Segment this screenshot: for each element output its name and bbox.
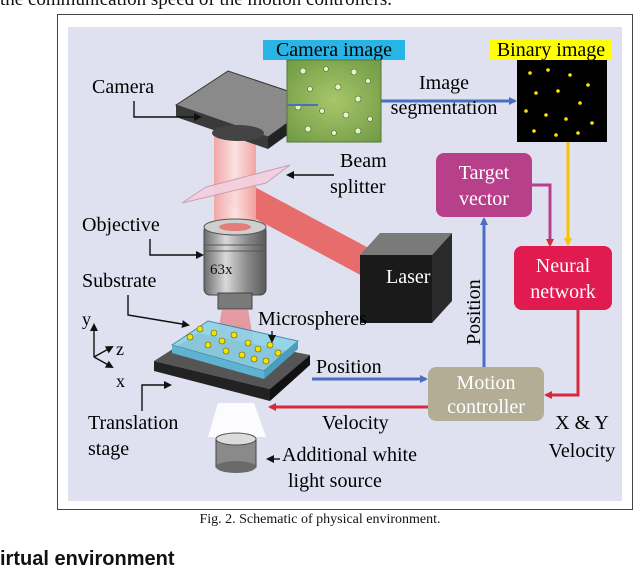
motion-controller-line1: Motion — [457, 372, 516, 394]
binary-image-tag — [490, 40, 612, 60]
axis-x-label: x — [116, 371, 125, 391]
preceding-paragraph-text: the communication speed of the motion co… — [0, 0, 392, 11]
camera-image-tag — [263, 40, 405, 60]
camera-leader-line — [133, 101, 202, 121]
binary-image-label: Binary image — [497, 39, 605, 61]
velocity-label: Velocity — [322, 412, 389, 434]
objective-magnification: 63x — [210, 262, 233, 278]
image-segmentation-label-line1: Image — [419, 72, 469, 94]
substrate-leader-line — [127, 295, 190, 328]
figure-caption: Fig. 2. Schematic of physical environmen… — [199, 512, 441, 527]
beam-splitter — [181, 164, 291, 204]
white-light-beam — [208, 403, 266, 437]
xy-velocity-line1: X & Y — [555, 412, 609, 434]
white-light-source — [215, 432, 257, 473]
objective-label: Objective — [82, 214, 160, 236]
motion-controller-line2: controller — [447, 396, 525, 418]
translation-stage-line2: stage — [88, 438, 129, 460]
target-vector-line2: vector — [459, 188, 509, 210]
white-light-line2: light source — [288, 470, 382, 492]
camera-image-particles — [294, 66, 373, 136]
microspheres-label: Microspheres — [258, 308, 367, 330]
binary-image-particles — [524, 68, 594, 137]
neural-network-box — [514, 246, 612, 310]
axis-y-label: y — [82, 309, 91, 329]
camera-label: Camera — [92, 76, 154, 98]
objective-leader-line — [149, 239, 204, 259]
xy-velocity-line2: Velocity — [549, 440, 616, 462]
white-light-line1: Additional white — [282, 444, 417, 466]
beam-splitter-line1: Beam — [340, 150, 387, 172]
translation-stage-line1: Translation — [88, 412, 178, 434]
laser-label: Laser — [386, 266, 431, 288]
laser-beam — [226, 177, 378, 279]
schematic-figure: 63x y z x Ca — [68, 27, 622, 501]
image-segmentation-label-line2: segmentation — [391, 97, 498, 119]
binary-image — [517, 60, 607, 142]
motion-controller-box — [428, 367, 544, 421]
neural-network-line1: Neural — [536, 255, 591, 277]
substrate-label: Substrate — [82, 270, 157, 292]
position-vertical-label: Position — [463, 279, 485, 345]
position-label: Position — [316, 356, 382, 378]
figure-frame: 63x y z x Ca — [57, 14, 633, 510]
translation-stage-leader-line — [141, 381, 172, 411]
target-to-network-arrow — [532, 183, 554, 247]
laser-device — [360, 233, 452, 323]
target-vector-box — [436, 153, 532, 217]
objective — [203, 218, 267, 310]
axis-indicator — [90, 323, 114, 368]
camera-image-label: Camera image — [276, 39, 392, 61]
axis-z-label: z — [116, 339, 124, 359]
network-to-controller-arrow — [544, 310, 580, 399]
beam-splitter-line2: splitter — [330, 176, 386, 198]
neural-network-line2: network — [530, 281, 596, 303]
microspheres — [186, 325, 282, 365]
target-vector-line1: Target — [459, 162, 510, 184]
section-heading: irtual environment — [0, 548, 175, 570]
